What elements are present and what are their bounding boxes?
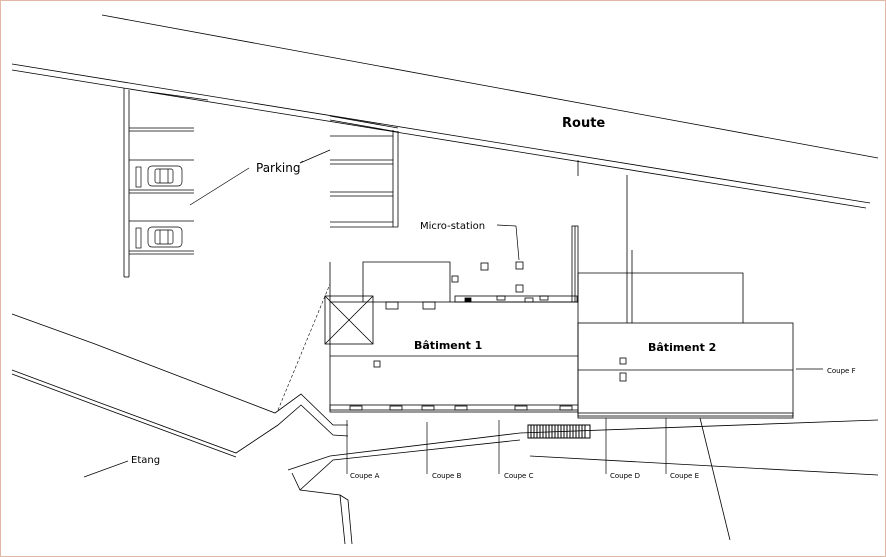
car-icon xyxy=(135,165,183,188)
label-coupe-e: Coupe E xyxy=(670,472,699,480)
label-batiment-1: Bâtiment 1 xyxy=(414,339,482,352)
car-icon xyxy=(135,226,183,249)
label-micro-station: Micro-station xyxy=(420,221,485,232)
label-etang: Etang xyxy=(131,455,160,466)
parking-left xyxy=(123,88,209,278)
label-route: Route xyxy=(562,116,605,131)
label-coupe-b: Coupe B xyxy=(432,472,462,480)
building-2 xyxy=(577,175,794,419)
leader-lines xyxy=(83,149,823,478)
building-1 xyxy=(324,261,579,413)
stairs-hatch xyxy=(527,424,591,439)
micro-station xyxy=(451,225,579,303)
pond-and-paths xyxy=(11,283,879,545)
label-coupe-f: Coupe F xyxy=(827,367,856,375)
label-coupe-d: Coupe D xyxy=(610,472,640,480)
road xyxy=(11,14,879,209)
label-coupe-c: Coupe C xyxy=(504,472,534,480)
parking-right xyxy=(329,115,399,228)
label-parking: Parking xyxy=(256,161,301,175)
label-coupe-a: Coupe A xyxy=(350,472,380,480)
label-batiment-2: Bâtiment 2 xyxy=(648,341,716,354)
